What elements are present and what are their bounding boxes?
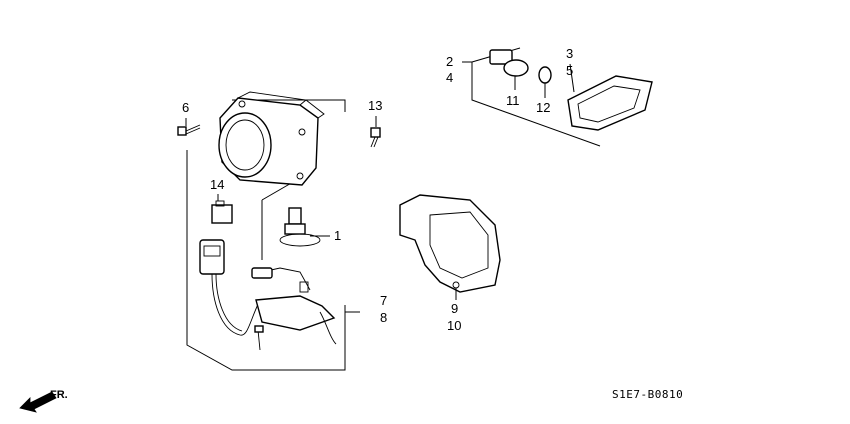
callout-7: 7 [380, 293, 387, 308]
callout-14: 14 [210, 177, 224, 192]
callout-13: 13 [368, 98, 382, 113]
callout-4: 4 [446, 70, 453, 85]
fog-light-housing [218, 91, 325, 186]
callout-10: 10 [447, 318, 461, 333]
callout-2: 2 [446, 54, 453, 69]
direction-label: FR. [50, 389, 68, 401]
screw-13 [370, 116, 381, 148]
callout-12: 12 [536, 100, 550, 115]
bracket [399, 194, 501, 300]
socket-14 [211, 194, 233, 224]
callout-11: 11 [506, 93, 520, 108]
callout-8: 8 [380, 310, 387, 325]
wire-harness [199, 239, 360, 351]
bulb-socket-11 [489, 49, 529, 90]
callout-6: 6 [182, 100, 189, 115]
callout-5: 5 [566, 63, 573, 78]
callout-3: 3 [566, 46, 573, 61]
bulb-12 [538, 66, 552, 98]
callout-9: 9 [451, 301, 458, 316]
callout-1: 1 [334, 228, 341, 243]
screw-6 [177, 118, 201, 136]
diagram-code: S1E7-B0810 [612, 388, 683, 401]
front-direction-arrow-icon [19, 391, 57, 413]
bulb-1 [279, 207, 330, 247]
side-marker-lens [567, 63, 653, 131]
